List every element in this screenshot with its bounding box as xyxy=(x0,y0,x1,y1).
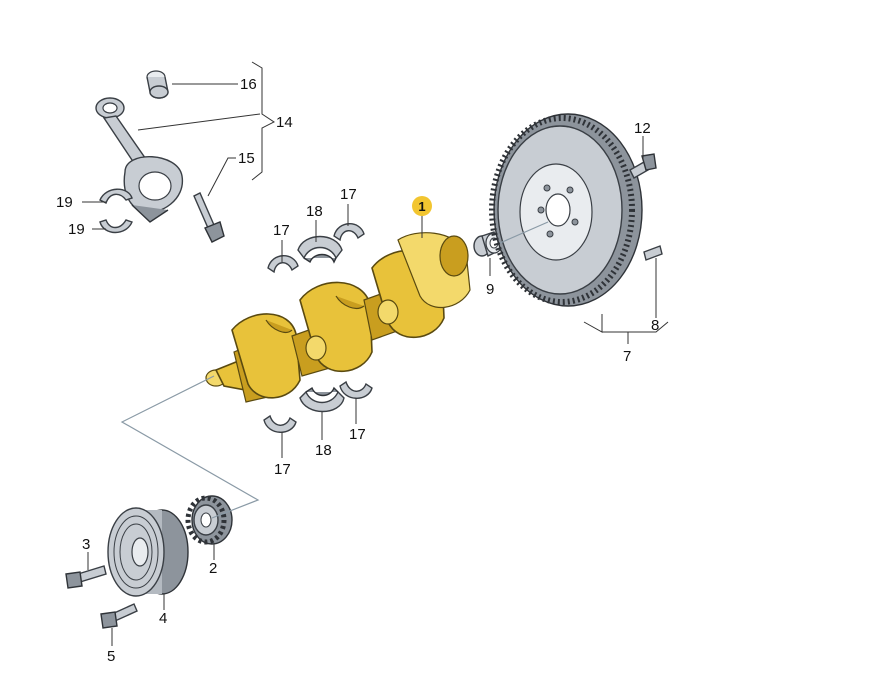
assembly-path-lines xyxy=(120,221,549,519)
crankshaft-icon[interactable] xyxy=(205,232,471,403)
label-flywheel: 7 xyxy=(623,348,631,365)
label-thrust-washer-top-left: 17 xyxy=(273,222,290,239)
leader-lines xyxy=(82,61,669,646)
label-dowel: 8 xyxy=(651,317,659,334)
label-conrod-bolt: 15 xyxy=(238,150,255,167)
label-conrod: 14 xyxy=(276,114,293,131)
label-bearing: 9 xyxy=(486,281,494,298)
label-pulley-bolt: 3 xyxy=(82,536,90,553)
thrust-washer-top-left-part[interactable] xyxy=(267,255,299,274)
label-sprocket: 2 xyxy=(209,560,217,577)
main-bearing-bottom-part[interactable] xyxy=(299,386,345,413)
pulley-bolt-part[interactable] xyxy=(65,565,107,589)
dowel-pin-part[interactable] xyxy=(643,245,663,261)
label-main-bearing-top: 18 xyxy=(306,203,323,220)
label-thrust-washer-top-right: 17 xyxy=(340,186,357,203)
label-conrod-bearing-lower: 19 xyxy=(68,221,85,238)
label-thrust-washer-bottom-left: 17 xyxy=(274,461,291,478)
label-bushing: 16 xyxy=(240,76,257,93)
main-bearing-top-part[interactable] xyxy=(297,235,343,264)
label-flywheel-bolt: 12 xyxy=(634,120,651,137)
thrust-washer-top-right-part[interactable] xyxy=(333,223,365,242)
thrust-washer-bottom-left-part[interactable] xyxy=(263,414,297,433)
flywheel-icon[interactable] xyxy=(489,113,643,307)
bushing-part[interactable] xyxy=(146,70,169,99)
connecting-rod-icon[interactable] xyxy=(95,97,183,223)
conrod-bearing-upper-part[interactable] xyxy=(99,188,133,204)
callout-labels: 16 14 15 19 19 1 9 12 8 7 17 18 17 17 18… xyxy=(56,76,659,665)
sprocket-icon[interactable] xyxy=(185,495,233,545)
label-bolt: 5 xyxy=(107,648,115,665)
crankshaft-highlight-badge xyxy=(412,196,432,216)
pulley-icon[interactable] xyxy=(107,507,189,597)
label-pulley: 4 xyxy=(159,610,167,627)
flywheel-bolt-part[interactable] xyxy=(629,153,657,179)
conrod-bolt-part[interactable] xyxy=(193,192,225,243)
label-conrod-bearing-upper: 19 xyxy=(56,194,73,211)
connecting-rod-group xyxy=(95,70,225,243)
bolt-part[interactable] xyxy=(100,603,138,629)
label-crankshaft: 1 xyxy=(418,199,425,214)
conrod-bearing-lower-part[interactable] xyxy=(99,219,133,234)
label-main-bearing-bottom: 18 xyxy=(315,442,332,459)
thrust-washer-bottom-right-part[interactable] xyxy=(339,380,373,399)
label-thrust-washer-bottom-right: 17 xyxy=(349,426,366,443)
